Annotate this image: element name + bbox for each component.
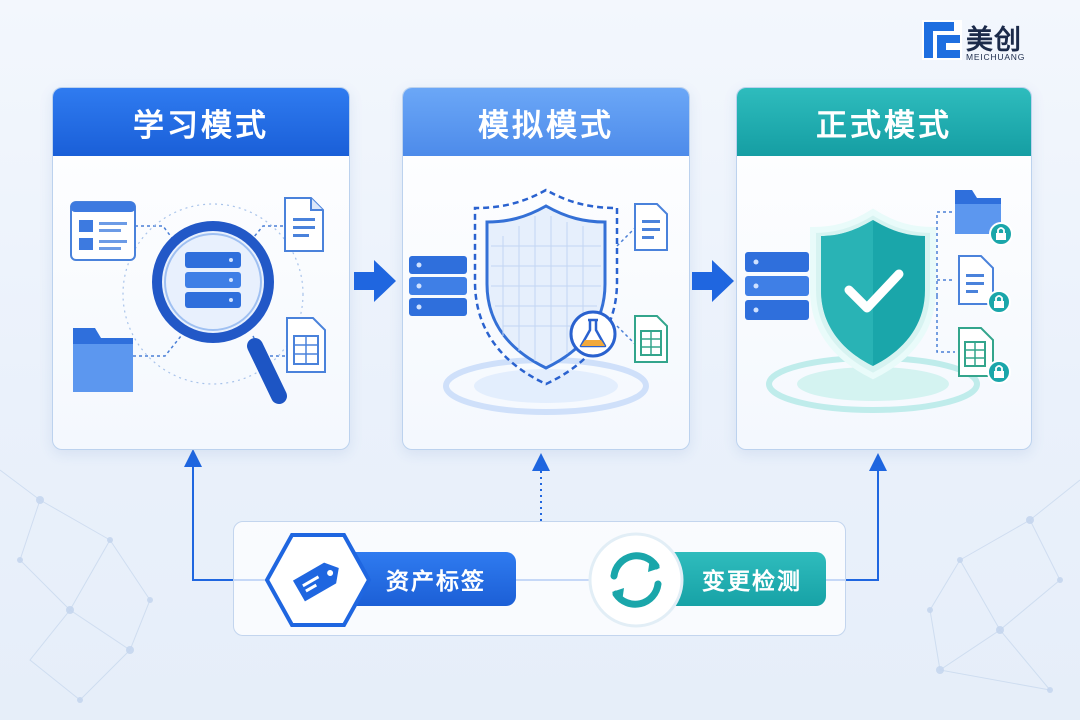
spreadsheet-icon <box>286 317 326 373</box>
feature-change-detection-label: 变更检测 <box>702 569 802 595</box>
sync-icon <box>588 532 684 628</box>
mode-card-production: 正式模式 <box>736 87 1032 450</box>
brand-name: 美创 <box>966 25 1022 56</box>
spreadsheet-icon <box>634 315 668 363</box>
tag-icon <box>265 533 371 627</box>
shield-flask-icon <box>409 188 668 415</box>
document-icon <box>634 203 668 251</box>
flow-arrow-right-icon <box>692 260 734 302</box>
brand-subtitle: MEICHUANG <box>966 52 1026 62</box>
server-icon <box>409 256 467 316</box>
folder-icon <box>73 328 133 392</box>
server-icon <box>745 252 809 320</box>
flask-badge-icon <box>569 310 617 358</box>
locked-folder-icon <box>955 190 1013 246</box>
mode-title-simulation: 模拟模式 <box>403 88 689 156</box>
locked-spreadsheet-icon <box>958 327 1011 384</box>
meichuang-logo-mark-icon <box>922 20 962 60</box>
flow-arrow-right-icon <box>354 260 396 302</box>
browser-window-icon <box>70 201 136 261</box>
feature-asset-tag-label: 资产标签 <box>386 569 486 595</box>
magnifier-icon <box>152 221 287 404</box>
locked-document-icon <box>958 255 1011 314</box>
mode-card-learning: 学习模式 <box>52 87 350 450</box>
shield-check-icon <box>745 190 1013 413</box>
mode-title-learning: 学习模式 <box>53 88 349 156</box>
document-icon <box>284 197 324 252</box>
mode-title-production: 正式模式 <box>737 88 1031 156</box>
mode-card-simulation: 模拟模式 <box>402 87 690 450</box>
magnifier-database-icon <box>70 197 326 404</box>
brand-logo: 美创 MEICHUANG <box>922 18 1052 64</box>
